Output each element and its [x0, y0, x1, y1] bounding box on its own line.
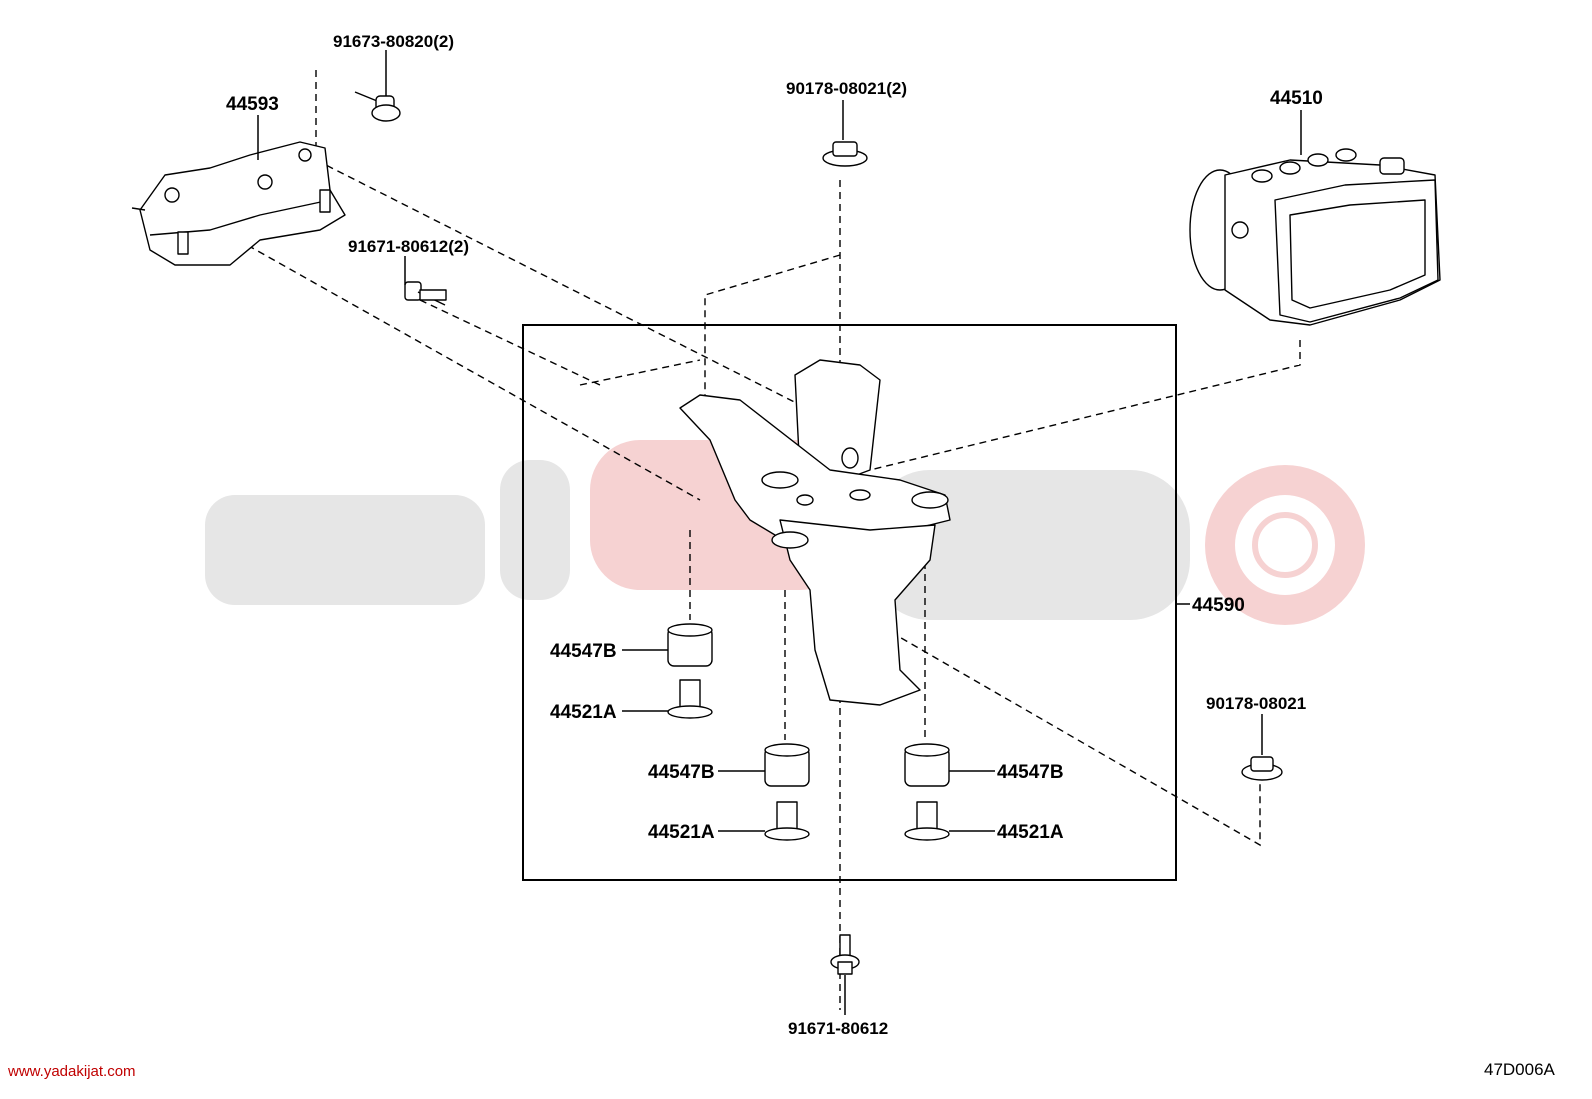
label-44590: 44590 — [1192, 595, 1245, 616]
label-91671-80612-bottom: 91671-80612 — [788, 1019, 888, 1038]
label-90178-08021-right: 90178-08021 — [1206, 694, 1306, 713]
label-44547b-upper-left: 44547B — [550, 641, 617, 662]
label-44510: 44510 — [1270, 88, 1323, 109]
actuator-44510-icon — [1189, 148, 1441, 326]
collar-44521a-upper-left-icon — [667, 679, 713, 719]
website-url[interactable]: www.yadakijat.com — [8, 1063, 136, 1080]
label-44547b-lower-center: 44547B — [648, 762, 715, 783]
bolt-91673-icon — [354, 91, 401, 122]
bracket-44593-icon — [131, 141, 346, 266]
diagram-code: 47D006A — [1484, 1060, 1555, 1079]
collar-44521a-lower-center-icon — [764, 801, 810, 841]
nut-90178-right-icon — [1241, 756, 1283, 781]
label-44547b-lower-right: 44547B — [997, 762, 1064, 783]
cushion-44547b-lower-center-icon — [764, 743, 810, 787]
cushion-44547b-upper-left-icon — [667, 623, 713, 667]
label-44593: 44593 — [226, 94, 279, 115]
label-44521a-lower-right: 44521A — [997, 822, 1064, 843]
collar-44521a-lower-right-icon — [904, 801, 950, 841]
label-44521a-lower-center: 44521A — [648, 822, 715, 843]
nut-90178-top-icon — [822, 141, 868, 167]
assembly-box — [522, 324, 1177, 881]
label-90178-08021-top: 90178-08021(2) — [786, 79, 907, 98]
label-44521a-upper-left: 44521A — [550, 702, 617, 723]
label-91673-80820: 91673-80820(2) — [333, 32, 454, 51]
bolt-91671-bottom-icon — [830, 934, 860, 975]
label-91671-80612-mid: 91671-80612(2) — [348, 237, 469, 256]
bolt-91671-mid-icon — [404, 281, 447, 306]
bracket-44590-icon — [679, 359, 951, 706]
cushion-44547b-lower-right-icon — [904, 743, 950, 787]
